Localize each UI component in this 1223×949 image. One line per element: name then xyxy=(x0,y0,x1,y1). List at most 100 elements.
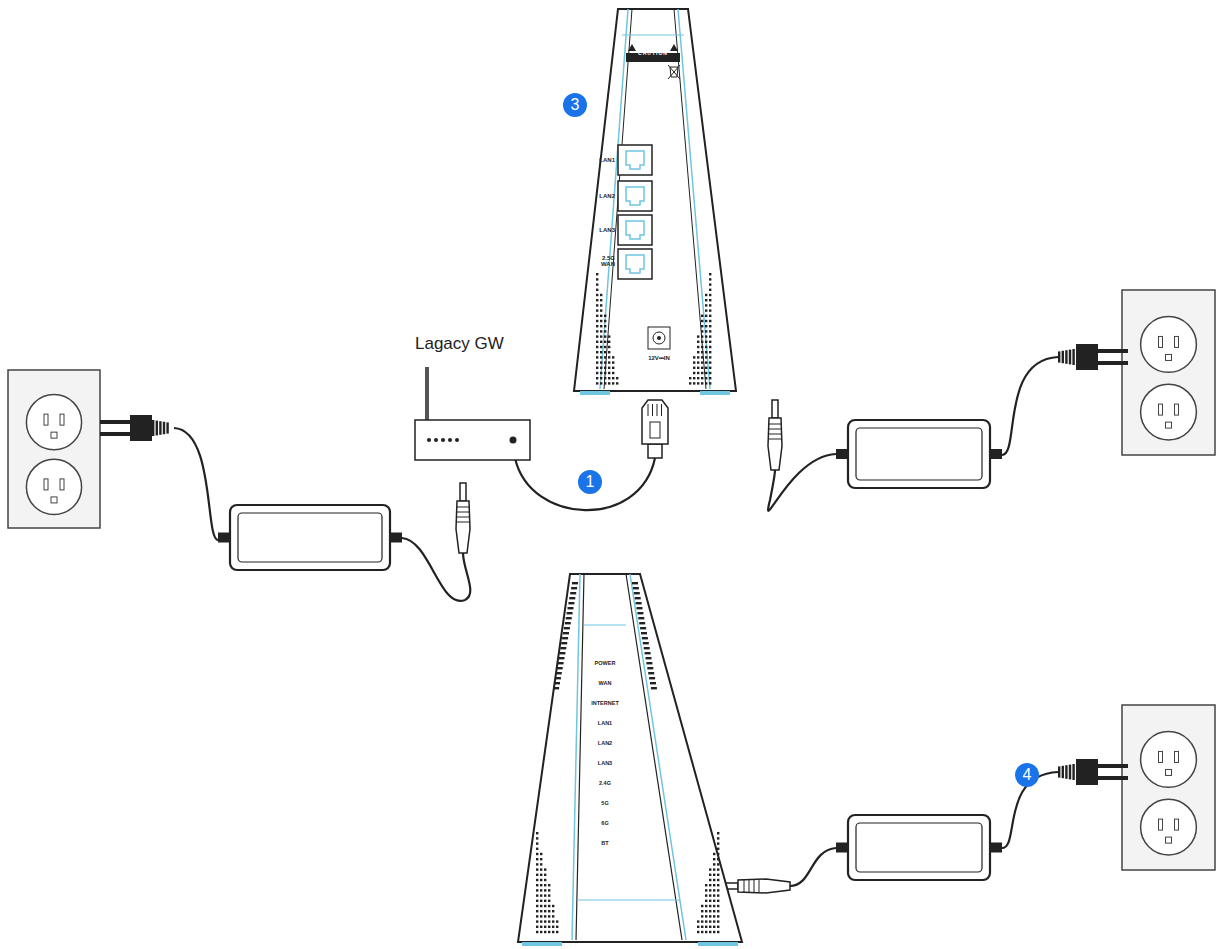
vent-slot xyxy=(536,889,538,891)
vent-slot xyxy=(705,351,707,353)
vent-slot xyxy=(697,372,699,374)
vent-slot xyxy=(697,361,699,363)
router-feet xyxy=(580,391,730,395)
vent-slot xyxy=(717,853,719,855)
vent-slot xyxy=(548,910,550,912)
vent-slot xyxy=(536,894,538,896)
vent-slot xyxy=(596,320,598,322)
vent-slot xyxy=(709,315,711,317)
vent-slot xyxy=(701,382,703,384)
vent-slot xyxy=(705,330,707,332)
vent-slot xyxy=(705,884,707,886)
adapter-body xyxy=(848,420,990,488)
vent-slot xyxy=(548,884,550,886)
vent-slot xyxy=(548,889,550,891)
socket-slot xyxy=(1159,819,1163,830)
dc-plug xyxy=(720,879,790,893)
vent-slot xyxy=(709,915,711,917)
vent-slot xyxy=(717,931,719,933)
vent-slot xyxy=(596,361,598,363)
port-label: LAN1 xyxy=(599,157,615,163)
plug-grip xyxy=(156,421,158,436)
vent-slot xyxy=(596,372,598,374)
dc-grip xyxy=(769,439,781,440)
plug-body xyxy=(130,415,152,441)
plug-grip xyxy=(1069,350,1071,365)
vent-slot xyxy=(604,341,606,343)
vent-slot xyxy=(540,910,542,912)
adapter-body xyxy=(848,815,990,880)
rj45-latch xyxy=(650,422,660,438)
warning-triangles xyxy=(628,44,678,51)
vent-slot xyxy=(637,612,643,614)
vent-slot xyxy=(709,330,711,332)
vent-slot xyxy=(642,637,648,639)
plug-grip xyxy=(1069,765,1071,780)
socket-slot xyxy=(60,479,64,490)
vent-slot xyxy=(544,879,546,881)
vent-slot xyxy=(571,587,577,589)
wall-plug xyxy=(1058,759,1128,785)
vent-slot xyxy=(536,848,538,850)
vent-slot xyxy=(600,294,602,296)
ethernet-port xyxy=(618,249,652,279)
vent-slot xyxy=(705,915,707,917)
vent-slot xyxy=(693,377,695,379)
vent-slot xyxy=(697,351,699,353)
vent-slot xyxy=(705,900,707,902)
router-feet xyxy=(522,942,738,946)
front-seam xyxy=(584,625,626,626)
strain-relief xyxy=(218,533,230,543)
plug-grip xyxy=(1062,766,1064,778)
plug-grip xyxy=(1065,350,1067,364)
vent-slot xyxy=(701,356,703,358)
vent-slot xyxy=(693,356,695,358)
router-back: LAN1LAN2LAN32.5G WAN12V⎓IN xyxy=(560,5,750,397)
vent-slot xyxy=(540,920,542,922)
plug-prong xyxy=(1098,776,1128,780)
vent-slot xyxy=(705,346,707,348)
vent-slot xyxy=(608,361,610,363)
adapter-face xyxy=(238,513,382,562)
vent-slot xyxy=(570,592,576,594)
vent-slot xyxy=(544,926,546,928)
dc-body xyxy=(456,501,470,553)
vent-slot xyxy=(705,894,707,896)
vent-slot xyxy=(709,926,711,928)
gateway-led xyxy=(455,438,459,442)
led-label: LAN2 xyxy=(598,741,612,747)
vent-slot xyxy=(604,315,606,317)
vent-slot xyxy=(612,372,614,374)
vent-slot xyxy=(555,677,561,679)
vent-slot xyxy=(600,320,602,322)
vent-slot xyxy=(697,926,699,928)
vent-slot xyxy=(709,900,711,902)
vent-slot xyxy=(596,330,598,332)
router-housing xyxy=(518,574,742,942)
ethernet-port xyxy=(618,215,652,245)
socket-slot xyxy=(1159,336,1163,347)
vent-slot xyxy=(561,642,567,644)
vent-slot xyxy=(536,905,538,907)
vent-slot xyxy=(536,832,538,834)
vent-slot xyxy=(705,931,707,933)
vent-slot xyxy=(536,879,538,881)
plug-grip xyxy=(166,422,168,433)
vent-slot xyxy=(705,325,707,327)
vent-slot xyxy=(548,900,550,902)
vent-slot xyxy=(701,346,703,348)
vent-slot xyxy=(701,926,703,928)
vent-slot xyxy=(701,361,703,363)
vent-slot xyxy=(600,377,602,379)
vent-slot xyxy=(705,315,707,317)
dc-plug xyxy=(456,483,470,553)
power-jack xyxy=(648,327,670,349)
vent-slot xyxy=(544,868,546,870)
port-socket xyxy=(626,187,644,205)
vent-slot xyxy=(569,597,575,599)
vent-slot xyxy=(701,341,703,343)
vent-slot xyxy=(600,309,602,311)
vent-slot xyxy=(649,677,655,679)
vent-slot xyxy=(638,617,644,619)
ground-hole xyxy=(1166,837,1172,843)
